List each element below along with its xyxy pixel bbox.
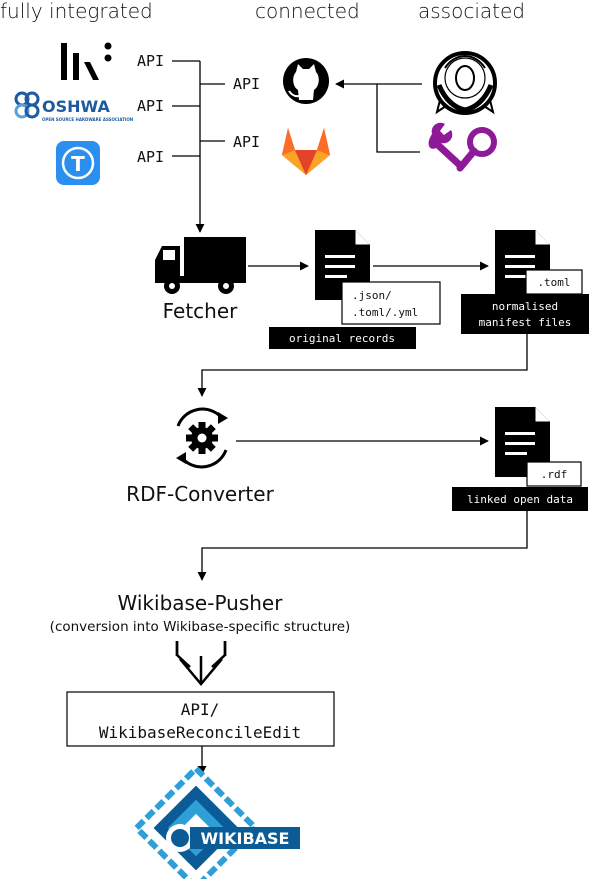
oshwa-lab-logo-icon [61, 42, 112, 80]
associated-emblem-icon [433, 51, 497, 115]
converter-label: RDF-Converter [126, 482, 274, 506]
normalised-label-line2: manifest files [479, 316, 572, 329]
thingiverse-letter: T [71, 152, 85, 176]
api-label-connected-2: API [233, 133, 260, 151]
header-associated: associated [418, 0, 525, 23]
thingiverse-logo: T [56, 141, 100, 185]
extension-box [526, 461, 582, 487]
gitlab-icon [282, 128, 330, 175]
header-connected: connected [255, 0, 360, 23]
arrow-normalised-to-converter [197, 334, 528, 397]
wikibase-logo: WIKIBASE [132, 764, 300, 879]
original-ext-line2: .toml/.yml [352, 306, 418, 319]
api-endpoint-line1: API/ [181, 700, 220, 719]
api-label-connected-1: API [233, 75, 260, 93]
fetcher-truck-icon [155, 237, 246, 294]
api-label-left-1: API [137, 52, 164, 70]
wikibase-logo-text: WIKIBASE [201, 829, 290, 848]
original-records-badge [269, 327, 416, 349]
normalised-badge [461, 294, 589, 334]
api-label-left-3: API [137, 148, 164, 166]
fetcher-label: Fetcher [163, 299, 239, 323]
api-endpoint-line2: WikibaseReconcileEdit [99, 723, 301, 742]
extension-box [525, 269, 583, 295]
github-icon [283, 58, 329, 104]
rdf-ext: .rdf [541, 468, 568, 481]
original-ext-line1: .json/ [352, 289, 392, 302]
linked-open-data-badge [452, 487, 588, 511]
header-fully-integrated: fully integrated [0, 0, 153, 23]
pusher-label: Wikibase-Pusher [118, 591, 284, 615]
document-icon [495, 407, 550, 477]
wrench-magnifier-icon [428, 122, 497, 172]
original-records-label: original records [289, 332, 395, 345]
oshwa-tagline: OPEN SOURCE HARDWARE ASSOCIATION [42, 117, 133, 122]
api-label-left-2: API [137, 97, 164, 115]
oshwa-logo: OSHWA OPEN SOURCE HARDWARE ASSOCIATION [14, 91, 133, 122]
normalised-ext: .toml [537, 276, 570, 289]
normalised-label-line1: normalised [492, 300, 558, 313]
arrow-rdf-to-pusher [197, 511, 528, 581]
extension-box [341, 281, 441, 325]
connector-line [376, 84, 420, 153]
oshwa-name: OSHWA [42, 97, 110, 116]
pusher-sublabel: (conversion into Wikibase-specific struc… [50, 619, 351, 635]
converter-gear-icon [176, 407, 228, 469]
linked-open-data-label: linked open data [467, 493, 573, 506]
api-endpoint-box [66, 691, 335, 747]
